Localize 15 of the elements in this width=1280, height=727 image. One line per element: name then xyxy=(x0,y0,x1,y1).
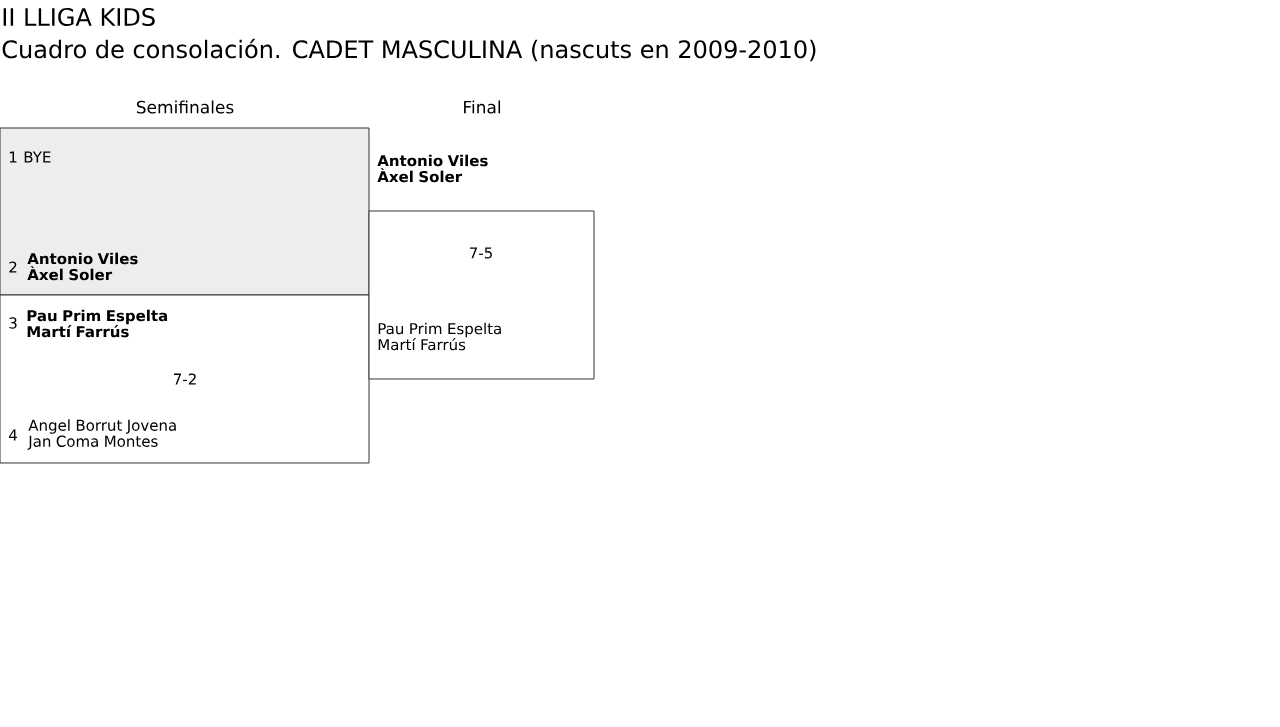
player-names: Pau Prim Espelta Martí Farrús xyxy=(378,322,501,351)
seed-number: 2 xyxy=(9,261,17,273)
title: II LLIGA KIDS xyxy=(3,7,155,27)
player-names: Antonio Viles Àxel Soler xyxy=(27,252,138,281)
seed-number: 1 xyxy=(9,151,17,163)
player-names: Pau Prim Espelta Martí Farrús xyxy=(27,309,168,338)
subtitle: Cuadro de consolación. CADET MASCULINA (nascuts en 2009-2010) xyxy=(2,38,816,62)
seed-number: 4 xyxy=(9,429,17,441)
seed-number: 3 xyxy=(9,317,17,329)
round-heading: Final xyxy=(464,100,501,114)
player-names: Angel Borrut Jovena Jan Coma Montes xyxy=(27,419,176,450)
score: 7-2 xyxy=(174,373,196,385)
bye-label: BYE xyxy=(24,151,51,163)
player-names: Antonio Viles Àxel Soler xyxy=(377,154,488,183)
score: 7-5 xyxy=(470,247,492,259)
